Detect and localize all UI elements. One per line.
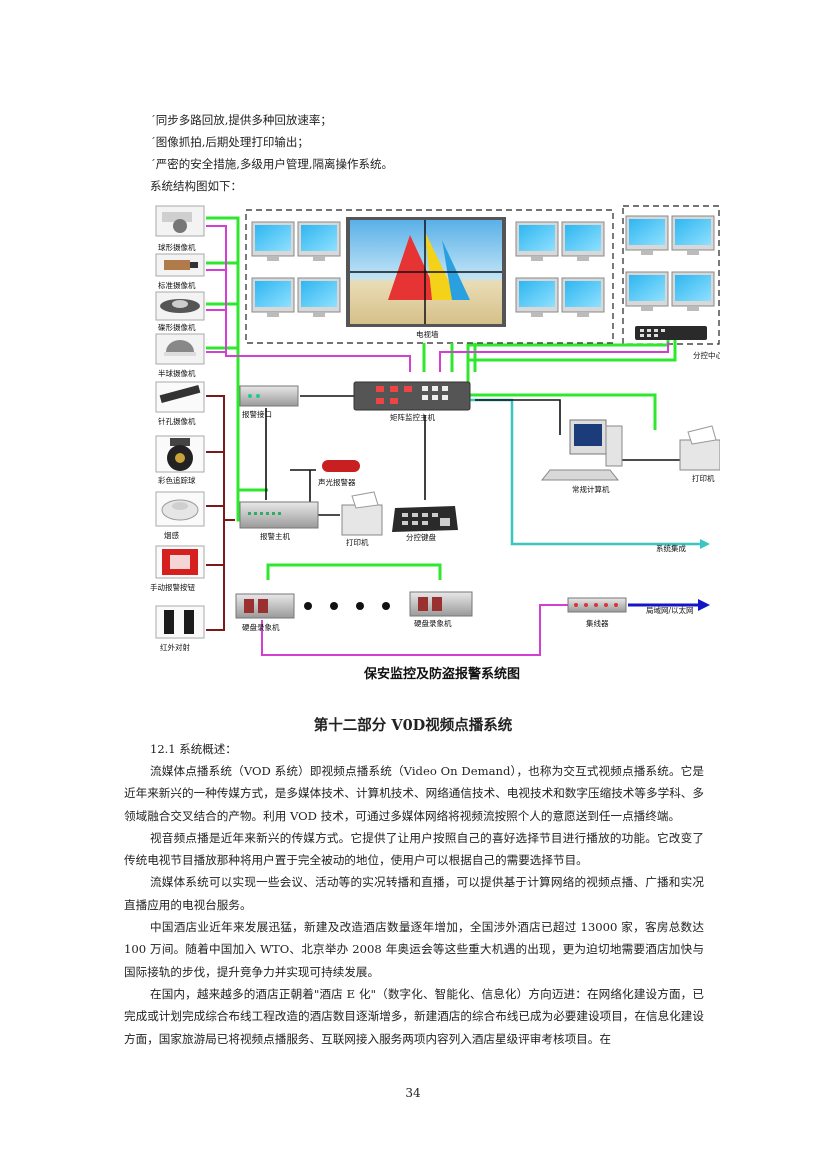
label-smoke: 烟感 — [164, 530, 179, 540]
monitor — [561, 277, 605, 317]
camera-dome — [155, 291, 205, 321]
dvr-ellipsis — [304, 602, 390, 610]
monitor — [297, 221, 341, 261]
sound-light-alarm-device — [322, 460, 360, 472]
page-number: 34 — [405, 1086, 421, 1100]
monitor — [251, 221, 295, 261]
control-keyboard-device — [392, 506, 458, 532]
label-matrix-host: 矩阵监控主机 — [390, 412, 435, 422]
label-sound-light-alarm: 声光报警器 — [318, 477, 356, 487]
dvr-1-device — [235, 593, 295, 619]
label-ball-camera: 球形摄像机 — [158, 242, 196, 252]
monitor-group — [251, 215, 715, 317]
label-alarm-interface: 报警接口 — [242, 409, 272, 419]
monitor — [561, 221, 605, 261]
camera-hemisphere — [155, 333, 205, 365]
hub-device — [567, 597, 627, 613]
alarm-host-device — [239, 501, 319, 529]
diagram-title: 保安监控及防盗报警系统图 — [363, 666, 520, 682]
label-printer-right: 打印机 — [692, 473, 715, 483]
monitor — [671, 271, 715, 311]
printer-middle-device — [341, 491, 383, 536]
paragraph-3: 流媒体系统可以实现一些会议、活动等的实况转播和直播，可以提供基于计算网络的视频点… — [124, 875, 704, 912]
dvr-2-device — [409, 591, 473, 617]
section-heading: 第十二部分 V0D视频点播系统 — [313, 717, 513, 734]
camera-ball — [155, 205, 205, 237]
maroon-wiring — [206, 395, 235, 631]
paragraph-5: 在国内，越来越多的酒店正朝着"酒店 E 化"（数字化、智能化、信息化）方向迈进：… — [124, 986, 704, 1046]
label-dvr-1: 硬盘录象机 — [242, 622, 280, 632]
label-tv-wall: 电视墙 — [416, 329, 439, 339]
camera-tracking-ball — [155, 435, 205, 473]
magenta-wiring — [206, 225, 669, 656]
computer-device — [540, 419, 623, 481]
label-sub-control: 分控中心 — [693, 350, 720, 360]
label-system-integration: 系统集成 — [656, 543, 686, 553]
label-alarm-host: 报警主机 — [260, 531, 290, 541]
intro-line-2: ´图像抓拍,后期处理打印输出； — [150, 135, 309, 149]
tv-wall-frame — [245, 209, 614, 344]
paragraph-1: 流媒体点播系统（VOD 系统）即视频点播系统（Video On Demand），… — [124, 764, 704, 823]
label-pinhole-camera: 针孔摄像机 — [158, 416, 196, 426]
monitor — [671, 215, 715, 255]
label-lan: 局域网/以太网 — [646, 605, 694, 615]
camera-pinhole — [155, 381, 205, 413]
monitor — [251, 277, 295, 317]
monitor — [515, 277, 559, 317]
label-dome-camera: 碟形摄像机 — [158, 322, 196, 332]
sub-control-frame — [622, 205, 720, 345]
printer-right-device — [679, 425, 720, 471]
label-manual-alarm: 手动报警按钮 — [150, 582, 195, 592]
paragraph-2: 视音频点播是近年来新兴的传媒方式。它提供了让用户按照自己的喜好选择节目进行播放的… — [124, 830, 704, 868]
label-hub: 集线器 — [586, 618, 609, 628]
monitor — [297, 277, 341, 317]
monitor — [625, 215, 669, 255]
matrix-host-device — [353, 381, 471, 411]
paragraph-4: 中国酒店业近年来发展迅猛，新建及改造酒店数量逐年增加，全国涉外酒店已超过 130… — [124, 920, 704, 979]
label-dvr-2: 硬盘录象机 — [414, 618, 452, 628]
label-standard-camera: 标准摄像机 — [158, 280, 196, 290]
monitor — [515, 221, 559, 261]
monitor — [625, 271, 669, 311]
manual-alarm-button — [155, 545, 205, 579]
label-infrared: 红外对射 — [160, 642, 190, 652]
alarm-interface-device — [239, 385, 299, 407]
camera-standard — [155, 253, 205, 277]
lan-arrow — [628, 599, 710, 611]
infrared-beam — [155, 605, 205, 639]
smoke-detector — [155, 491, 205, 527]
label-printer-middle: 打印机 — [346, 537, 369, 547]
tv-wall-screen — [346, 217, 506, 327]
intro-line-4: 系统结构图如下： — [150, 179, 242, 193]
body-text: 流媒体点播系统（VOD 系统）即视频点播系统（Video On Demand），… — [124, 760, 704, 1050]
label-tracking-ball: 彩色追踪球 — [158, 475, 196, 485]
label-hemisphere-camera: 半球摄像机 — [158, 368, 196, 378]
sub-control-device — [635, 326, 707, 340]
label-keyboard: 分控键盘 — [406, 532, 436, 542]
label-computer: 常规计算机 — [572, 484, 610, 494]
intro-line-3: ´严密的安全措施,多级用户管理,隔离操作系统。 — [150, 157, 394, 171]
subsection-heading: 12.1 系统概述： — [150, 742, 237, 756]
intro-line-1: ´同步多路回放,提供多种回放速率； — [150, 113, 332, 127]
system-diagram: 球形摄像机 标准摄像机 碟形摄像机 半球摄像机 针孔摄像机 彩色追踪球 烟感 手… — [150, 205, 720, 682]
